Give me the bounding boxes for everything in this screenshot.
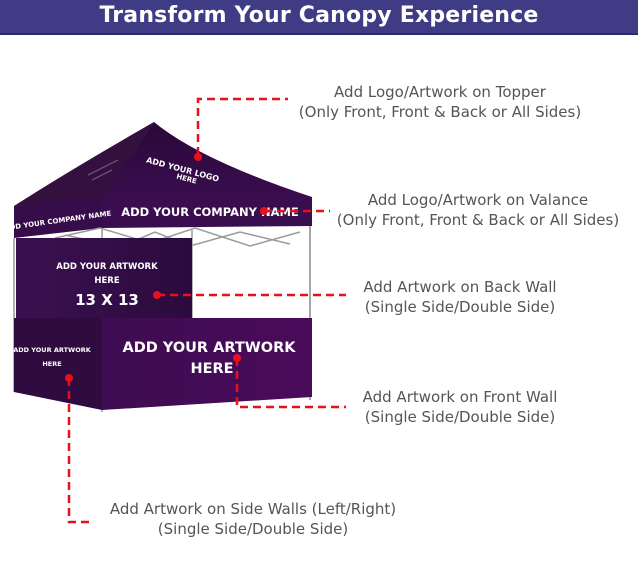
back-wall: ADD YOUR ARTWORK HERE 13 X 13: [16, 238, 192, 322]
callout-topper-line1: Add Logo/Artwork on Topper: [334, 83, 546, 101]
callout-front-wall-line2: (Single Side/Double Side): [364, 408, 556, 426]
back-wall-dot: [153, 291, 161, 299]
callout-side-walls-line2: (Single Side/Double Side): [157, 520, 349, 538]
callout-side-walls-line1: Add Artwork on Side Walls (Left/Right): [109, 500, 397, 518]
front-wall-text-line1: ADD YOUR ARTWORK: [123, 340, 297, 356]
leader-front-wall: [235, 358, 346, 409]
back-wall-text-line2: HERE: [94, 276, 119, 286]
back-wall-size: 13 X 13: [75, 291, 139, 309]
topper-side-decoration: [87, 159, 119, 176]
front-wall-text-line2: HERE: [190, 361, 233, 377]
topper-left-slope: [14, 122, 154, 206]
callout-topper: Add Logo/Artwork on Topper (Only Front, …: [282, 82, 598, 122]
canopy-topper: ADD YOUR LOGO HERE: [14, 122, 312, 206]
callout-valance-line2: (Only Front, Front & Back or All Sides): [336, 211, 620, 229]
side-wall: ADD YOUR ARTWORK HERE: [13, 318, 102, 410]
leader-lines: [67, 97, 346, 524]
canopy-valance: ADD YOUR COMPANY NAME ADD YOUR COMPANY N…: [4, 196, 312, 238]
callout-back-wall: Add Artwork on Back Wall (Single Side/Do…: [340, 277, 580, 317]
topper-front-panel: [102, 122, 312, 197]
topper-dot: [194, 153, 202, 161]
page-title-banner: Transform Your Canopy Experience: [0, 0, 638, 33]
leader-dots: [65, 153, 268, 382]
callout-front-wall-line1: Add Artwork on Front Wall: [362, 388, 558, 406]
front-wall: ADD YOUR ARTWORK HERE: [102, 318, 312, 410]
valance-side: [14, 196, 102, 238]
callout-valance-line1: Add Logo/Artwork on Valance: [367, 191, 589, 209]
callout-back-wall-line1: Add Artwork on Back Wall: [363, 278, 557, 296]
back-wall-text-line1: ADD YOUR ARTWORK: [56, 262, 158, 272]
callout-side-walls: Add Artwork on Side Walls (Left/Right) (…: [92, 499, 414, 539]
leader-side-walls: [67, 378, 92, 524]
valance-dot: [260, 207, 268, 215]
canopy-diagram: ADD YOUR LOGO HERE ADD YOUR COMPANY NAME…: [4, 97, 346, 524]
side-walls-dot: [65, 374, 73, 382]
valance-front: [102, 196, 312, 228]
callout-back-wall-line2: (Single Side/Double Side): [364, 298, 556, 316]
callout-front-wall: Add Artwork on Front Wall (Single Side/D…: [340, 387, 580, 427]
leader-topper: [196, 97, 288, 155]
banner-divider: [0, 33, 638, 35]
callout-valance: Add Logo/Artwork on Valance (Only Front,…: [320, 190, 636, 230]
front-wall-dot: [233, 354, 241, 362]
page-title: Transform Your Canopy Experience: [99, 3, 539, 28]
side-wall-text-line1: ADD YOUR ARTWORK: [13, 346, 92, 354]
callout-topper-line2: (Only Front, Front & Back or All Sides): [298, 103, 582, 121]
valance-front-text: ADD YOUR COMPANY NAME: [121, 205, 299, 219]
side-wall-text-line2: HERE: [42, 360, 61, 368]
